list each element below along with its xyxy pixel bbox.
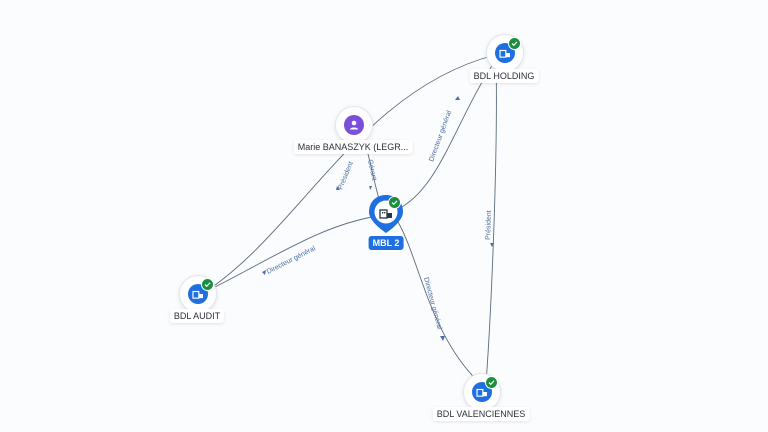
arrow-dg-valenciennes	[440, 336, 445, 341]
node-marie-banaszyk[interactable]: Marie BANASZYK (LEGR...	[293, 106, 413, 154]
edge-label-president-audit: Président	[337, 161, 355, 191]
node-circle	[335, 106, 373, 144]
arrow-gerant	[369, 186, 372, 190]
edge-label-dg-valenciennes: Directeur général	[422, 277, 443, 331]
node-label: MBL 2	[368, 236, 404, 250]
building-icon	[379, 209, 392, 219]
person-icon	[344, 115, 364, 135]
edge-holding-audit	[204, 54, 496, 293]
edge-label-president-valenciennes: Président	[485, 210, 493, 240]
node-bdl-audit[interactable]: BDL AUDIT	[169, 275, 225, 323]
node-bdl-holding[interactable]: BDL HOLDING	[469, 34, 539, 83]
edge-mbl2-valenciennes	[397, 221, 486, 389]
verified-check-icon	[388, 196, 401, 209]
node-label: BDL VALENCIENNES	[432, 407, 530, 421]
node-circle	[486, 34, 524, 72]
arrow-president-audit	[336, 186, 340, 190]
arrow-president-valenciennes	[490, 243, 494, 247]
edge-mbl2-audit	[204, 215, 379, 293]
node-label: BDL HOLDING	[469, 69, 539, 83]
verified-check-icon	[485, 376, 498, 389]
verified-check-icon	[201, 278, 214, 291]
node-label: BDL AUDIT	[169, 309, 225, 323]
arrow-dg-holding	[455, 96, 460, 100]
edge-label-gerant: Gérant	[366, 159, 377, 181]
edge-label-dg-audit: Directeur général	[266, 245, 317, 276]
verified-check-icon	[508, 37, 521, 50]
node-label: Marie BANASZYK (LEGR...	[293, 140, 413, 154]
node-bdl-valenciennes[interactable]: BDL VALENCIENNES	[432, 373, 530, 421]
arrow-dg-audit	[262, 270, 266, 275]
edge-label-dg-holding: Directeur général	[428, 109, 453, 162]
node-mbl2[interactable]: MBL 2	[366, 193, 406, 253]
edge-holding-valenciennes	[485, 59, 497, 385]
